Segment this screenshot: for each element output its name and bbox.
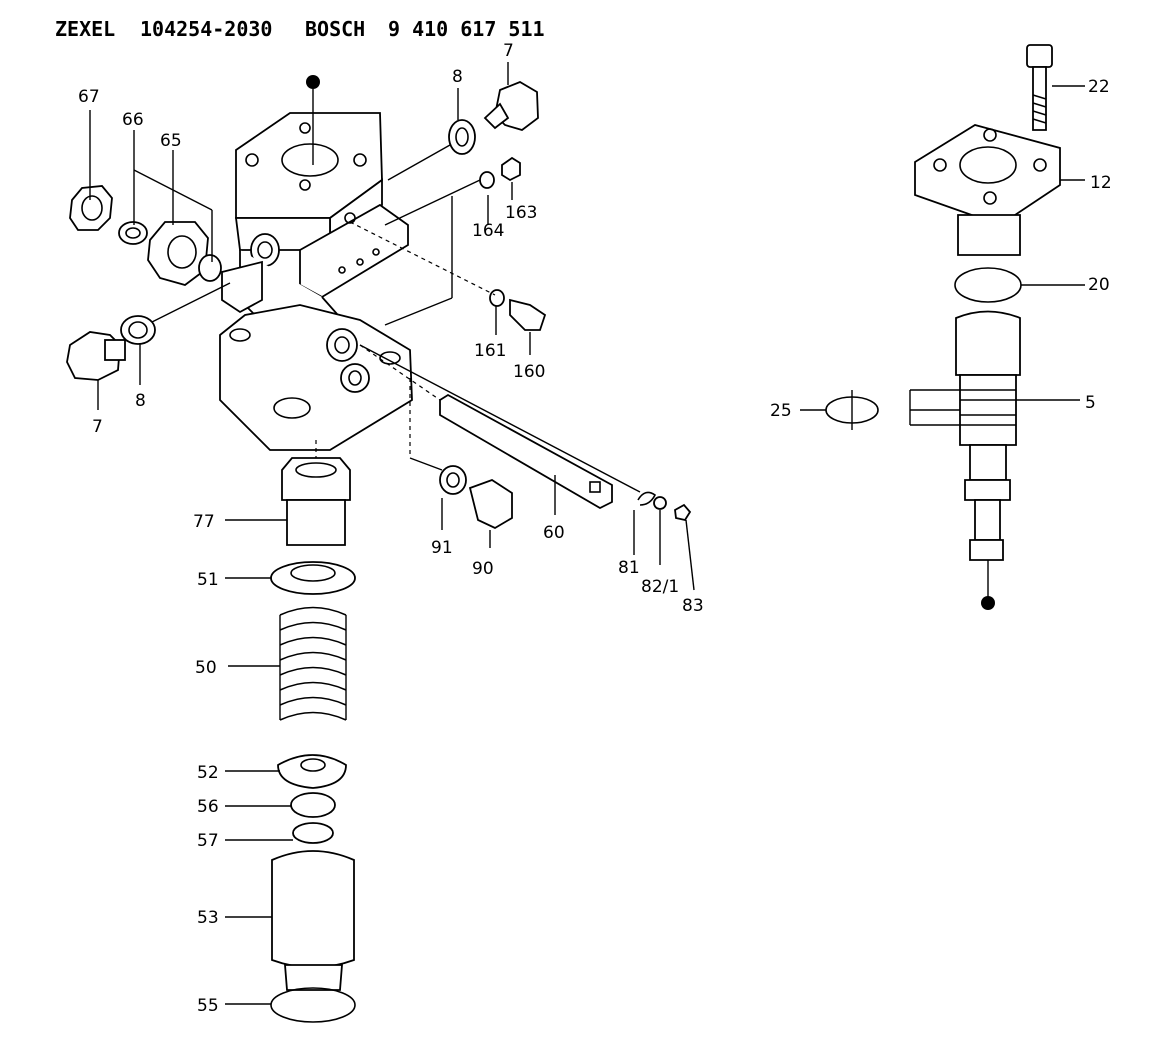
zexel-part-number: 104254-2030 [140, 17, 272, 41]
callout-51: 51 [197, 570, 219, 590]
callout-83: 83 [682, 596, 704, 616]
callout-12: 12 [1090, 173, 1112, 193]
pump-housing [219, 75, 413, 451]
control-rack [359, 344, 695, 591]
callout-163: 163 [505, 203, 537, 223]
callout-57: 57 [197, 831, 219, 851]
callout-22: 22 [1088, 77, 1110, 97]
callout-90: 90 [472, 559, 494, 579]
callout-91: 91 [431, 538, 453, 558]
callout-81: 81 [618, 558, 640, 578]
callout-5: 5 [1085, 393, 1096, 413]
callout-53: 53 [197, 908, 219, 928]
upper-right-fittings [349, 62, 547, 355]
callout-25: 25 [770, 401, 792, 421]
callout-labels: 67 66 65 8 7 164 163 161 160 7 8 77 51 5… [78, 41, 1112, 1016]
callout-56: 56 [197, 797, 219, 817]
callout-7-lower: 7 [92, 417, 103, 437]
callout-67: 67 [78, 87, 100, 107]
barrel-assembly [800, 44, 1085, 610]
header: ZEXEL 104254-2030 BOSCH 9 410 617 511 [55, 17, 545, 41]
callout-82-1: 82/1 [641, 577, 679, 597]
callout-160: 160 [513, 362, 545, 382]
callout-50: 50 [195, 658, 217, 678]
callout-77: 77 [193, 512, 215, 532]
callout-7-upper: 7 [503, 41, 514, 61]
lower-stack [225, 440, 356, 1023]
callout-66: 66 [122, 110, 144, 130]
maker-zexel: ZEXEL [55, 17, 115, 41]
left-fittings [66, 110, 263, 410]
callout-65: 65 [160, 131, 182, 151]
bosch-part-number: 9 410 617 511 [388, 17, 545, 41]
callout-60: 60 [543, 523, 565, 543]
callout-164: 164 [472, 221, 504, 241]
maker-bosch: BOSCH [305, 17, 365, 41]
callout-8-upper: 8 [452, 67, 463, 87]
callout-20: 20 [1088, 275, 1110, 295]
callout-161: 161 [474, 341, 506, 361]
callout-55: 55 [197, 996, 219, 1016]
callout-52: 52 [197, 763, 219, 783]
callout-8-lower: 8 [135, 391, 146, 411]
